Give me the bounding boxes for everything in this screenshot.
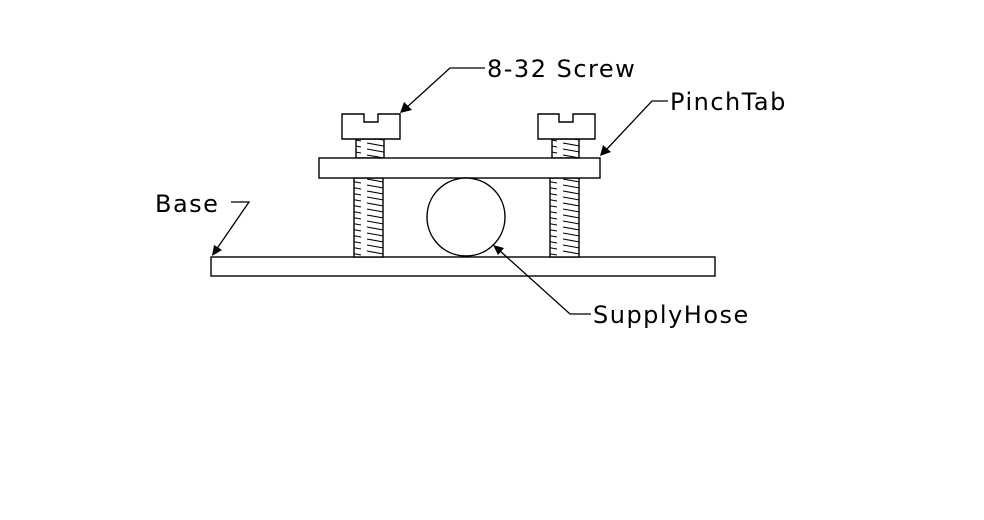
pinch-tab (318, 157, 601, 179)
right-screw-head (537, 113, 596, 140)
pinch-tab-label: PinchTab (670, 88, 787, 116)
supply-hose (426, 177, 506, 257)
base-label: Base (155, 190, 219, 218)
left-screw-upper-threads (356, 139, 384, 158)
supply-hose-label: SupplyHose (593, 301, 750, 329)
pinch-tab-leader (600, 100, 668, 156)
left-screw-head (341, 113, 401, 140)
right-screw (537, 113, 596, 258)
right-screw-lower-threads (550, 178, 579, 257)
base-plate (210, 256, 716, 277)
base-leader (212, 201, 251, 256)
left-screw-lower-threads (354, 178, 383, 257)
left-screw (341, 113, 401, 258)
supply-hose-leader (493, 245, 591, 315)
right-screw-upper-threads (552, 139, 579, 158)
screw-leader (400, 67, 485, 113)
screw-label: 8-32 Screw (487, 55, 636, 83)
